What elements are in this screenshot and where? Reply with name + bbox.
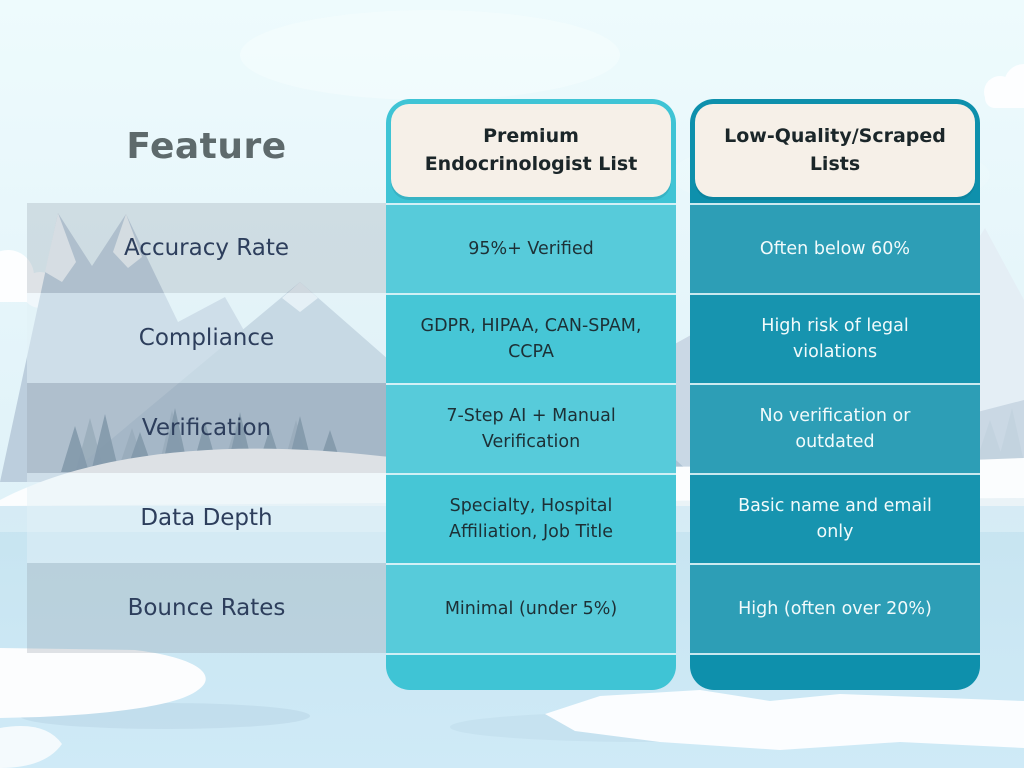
snow-cap [282, 282, 318, 312]
ice-floe [0, 648, 206, 718]
ice-floe [545, 690, 1024, 750]
feature-label-compliance: Compliance [27, 293, 386, 383]
column-footer-low-quality [690, 653, 980, 690]
feature-label-data-depth: Data Depth [27, 473, 386, 563]
cell-lowq-accuracy: Often below 60% [690, 203, 980, 293]
cell-premium-accuracy: 95%+ Verified [386, 203, 676, 293]
feature-label-accuracy-rate: Accuracy Rate [27, 203, 386, 293]
column-low-quality-list: Low-Quality/Scraped Lists Often below 60… [690, 99, 980, 690]
snow-cap [113, 214, 142, 268]
cell-lowq-compliance: High risk of legal violations [690, 293, 980, 383]
cloud [240, 10, 620, 100]
column-header-card-low-quality: Low-Quality/Scraped Lists [695, 104, 975, 197]
cell-premium-verification: 7-Step AI + Manual Verification [386, 383, 676, 473]
cell-lowq-bounce-rates: High (often over 20%) [690, 563, 980, 653]
feature-column: Accuracy Rate Compliance Verification Da… [27, 203, 386, 653]
column-cells-low-quality: Often below 60% High risk of legal viola… [690, 203, 980, 690]
tree-silhouettes [976, 408, 1024, 462]
column-premium-list: Premium Endocrinologist List 95%+ Verifi… [386, 99, 676, 690]
column-footer-premium [386, 653, 676, 690]
cell-lowq-data-depth: Basic name and email only [690, 473, 980, 563]
cloud [984, 64, 1024, 108]
column-cells-premium: 95%+ Verified GDPR, HIPAA, CAN-SPAM, CCP… [386, 203, 676, 690]
cell-lowq-verification: No verification or outdated [690, 383, 980, 473]
cell-premium-compliance: GDPR, HIPAA, CAN-SPAM, CCPA [386, 293, 676, 383]
feature-column-header: Feature [126, 126, 287, 167]
cell-premium-bounce-rates: Minimal (under 5%) [386, 563, 676, 653]
feature-label-verification: Verification [27, 383, 386, 473]
ice-floe [0, 726, 62, 768]
column-header-card-premium: Premium Endocrinologist List [391, 104, 671, 197]
snow-cap [45, 213, 76, 282]
cell-premium-data-depth: Specialty, Hospital Affiliation, Job Tit… [386, 473, 676, 563]
feature-label-bounce-rates: Bounce Rates [27, 563, 386, 653]
